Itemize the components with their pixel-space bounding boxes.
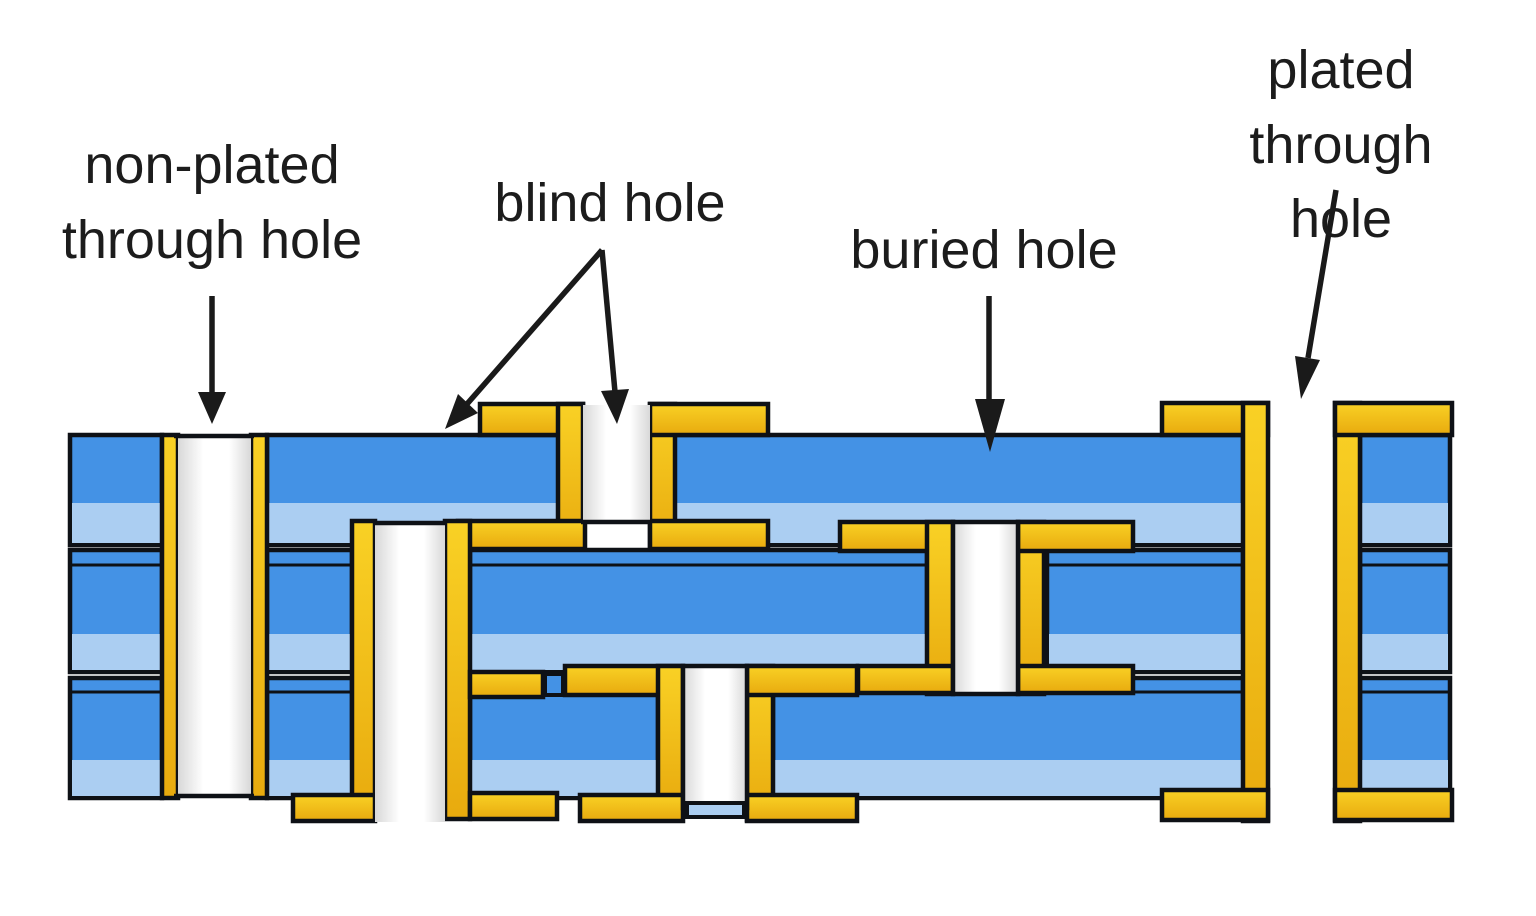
blind-land-pad [455, 518, 588, 552]
buried-bottom-pad-right [1015, 663, 1136, 696]
bottom-board-prepreg [269, 760, 350, 796]
bottom-via1-wall-right [442, 518, 473, 822]
arrow-plated-line [1305, 189, 1339, 359]
bottom-via2-bottom-pad-left [577, 792, 686, 824]
top-board-prepreg [72, 503, 160, 543]
pth-bottom-pad-right [1332, 787, 1455, 823]
npth-bore [178, 434, 251, 797]
via2-bottom-cover [685, 801, 746, 819]
buried-top-pad-right [1015, 519, 1136, 554]
arrow-buried-head [975, 399, 1005, 452]
label-blind-hole: blind hole [494, 173, 726, 233]
arrow-blind-left-line [464, 248, 605, 406]
bottom-board-prepreg [472, 760, 656, 796]
bottom-via1-bottom-pad-right [467, 790, 560, 822]
pth-wall-right [1332, 400, 1363, 824]
middle-board-prepreg [1362, 634, 1448, 670]
copper-plating [159, 400, 1455, 824]
arrow-plated-head [1295, 356, 1320, 399]
arrow-non-plated-head [198, 392, 226, 424]
blind-bottom-pad-right [647, 518, 771, 552]
pth-top-pad-right [1332, 400, 1455, 438]
drilled-holes [178, 405, 1021, 822]
arrow-blind-right-line [599, 249, 618, 393]
npth-wall-left [159, 432, 181, 801]
blind-bore [583, 405, 650, 523]
outline-lines [174, 433, 652, 799]
buried-bore [950, 519, 1021, 697]
bottom-via1-wall-left [349, 518, 378, 822]
label-non-plated-through-hole: non-plated through hole [61, 135, 363, 270]
bottom-via2-bottom-pad-right [744, 792, 860, 824]
inner-layer-trace [467, 669, 546, 700]
npth-wall-right [248, 432, 270, 801]
bottom-via2-top-pad-right [744, 663, 860, 698]
bottom-via2-wall-left [655, 663, 686, 814]
blind-top-pad-right [647, 401, 771, 438]
arrow-blind-left-head [445, 394, 478, 429]
arrow-blind-right-head [601, 389, 629, 424]
bottom-via1-bottom-pad-left [290, 792, 378, 824]
buried-bottom-pad-left [855, 663, 956, 696]
middle-board-prepreg [72, 634, 160, 670]
bottom-via1-bore [375, 522, 445, 822]
bottom-board-prepreg [72, 760, 160, 796]
middle-board-prepreg [269, 634, 350, 670]
trace-gap-substrate [543, 672, 565, 697]
pth-bottom-pad-left [1159, 787, 1271, 823]
label-buried-hole: buried hole [850, 220, 1118, 280]
label-plated-through-hole: plated through hole [1249, 40, 1433, 250]
annotation-arrows [198, 189, 1339, 452]
pth-wall-left [1240, 400, 1271, 824]
bottom-via2-bore [680, 663, 750, 811]
top-board-prepreg [1362, 503, 1448, 543]
